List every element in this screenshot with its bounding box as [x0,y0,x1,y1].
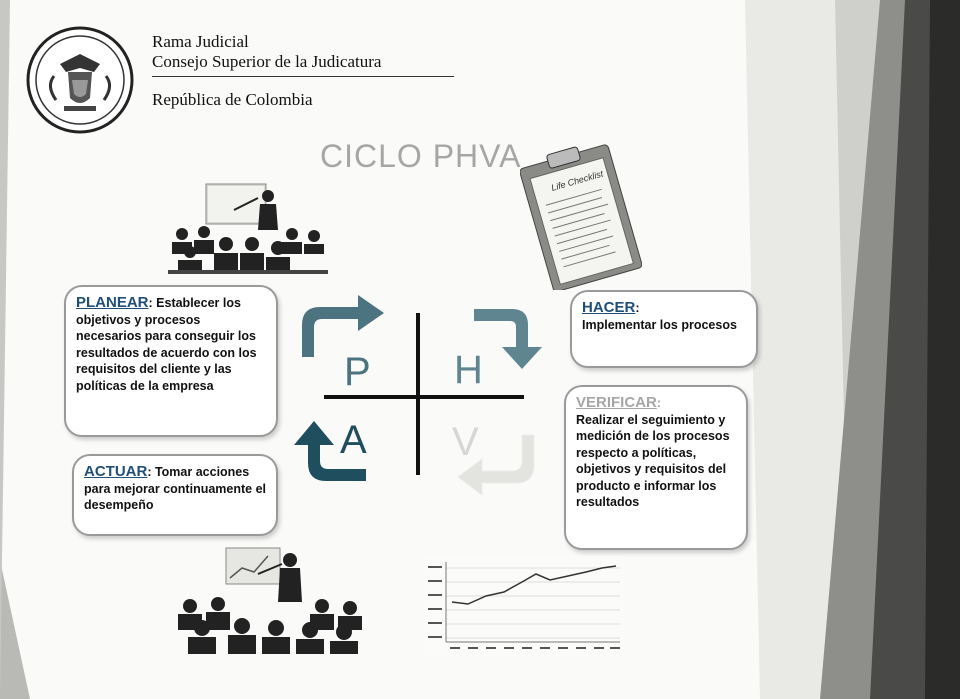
header-line-3: República de Colombia [152,90,313,109]
slide-title: CICLO PHVA [320,138,522,174]
presenter-audience-icon [168,183,328,274]
presenter-audience-icon [178,547,362,654]
actuar-box: ACTUAR: Tomar acciones para mejorar cont… [72,454,278,536]
hacer-colon: : [635,301,640,315]
phva-cycle-diagram: P H V A [294,295,542,496]
hacer-text: Implementar los procesos [582,317,737,332]
clipboard-checklist-icon: Life Checklist [520,144,642,290]
letter-h: H [454,348,483,392]
seal-icon [26,26,134,134]
do-arrow-icon [474,309,542,369]
letter-p: P [344,350,371,394]
actuar-heading: ACTUAR [84,463,148,480]
act-arrow-icon [294,421,366,481]
planear-text: : Establecer los objetivos y procesos ne… [76,296,257,393]
check-arrow-icon [457,434,535,496]
verificar-colon: : [656,396,662,410]
hacer-heading: HACER [582,299,636,316]
header-line-1: Rama Judicial [152,32,249,51]
planear-heading: PLANEAR [76,294,149,311]
actuar-text: : Tomar acciones para mejorar continuame… [84,465,267,512]
header: Rama Judicial Consejo Superior de la Jud… [18,14,458,134]
verificar-text: Realizar el seguimiento y medición de lo… [576,412,730,510]
verificar-box: VERIFICAR: Realizar el seguimiento y med… [564,385,748,550]
header-divider [152,76,454,77]
plan-arrow-icon [302,295,384,357]
header-line-2: Consejo Superior de la Judicatura [152,52,382,71]
hacer-box: HACER: Implementar los procesos [570,290,758,368]
letter-a: A [340,418,367,462]
letter-v: V [452,420,479,464]
planear-box: PLANEAR: Establecer los objetivos y proc… [64,285,278,437]
verificar-heading: VERIFICAR [576,394,657,411]
line-chart-icon [424,556,624,656]
